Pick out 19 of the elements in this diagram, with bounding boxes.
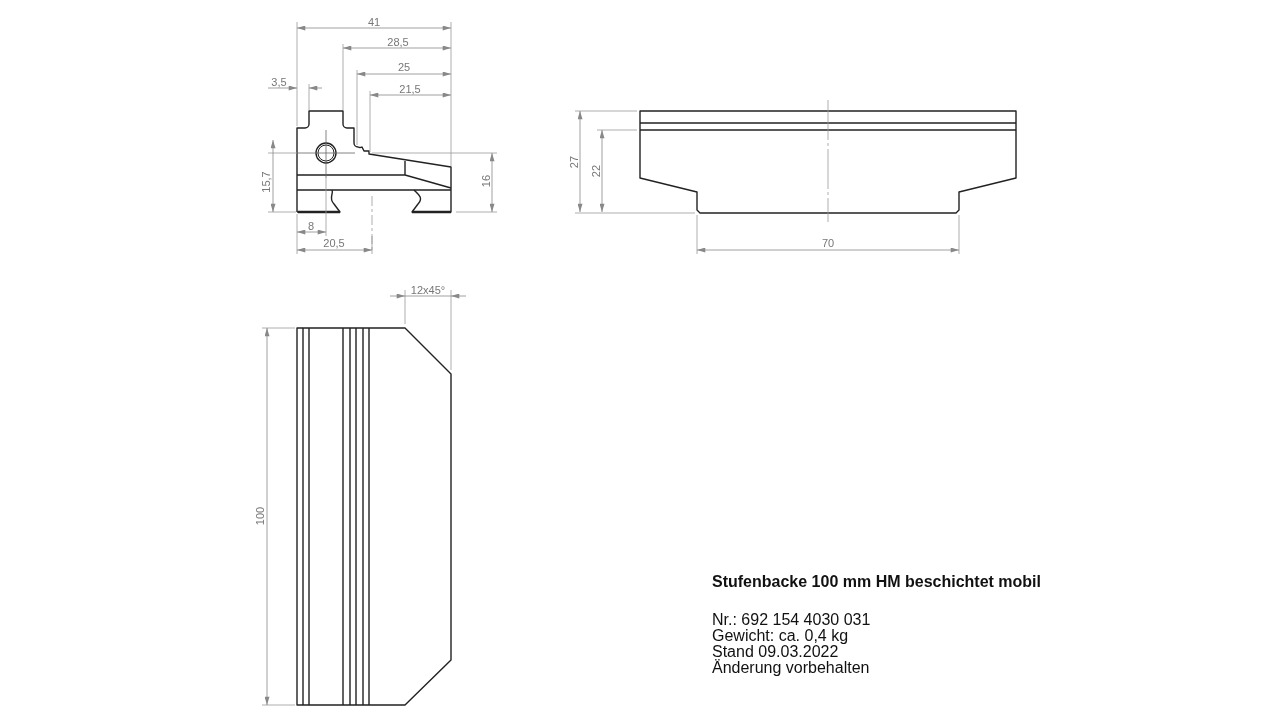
dimension-label: 8: [307, 220, 315, 232]
dimension-label: 3,5: [271, 76, 287, 88]
info-text: Nr.: 692 154 4030 031: [712, 612, 871, 628]
info-text: Stand 09.03.2022: [712, 644, 839, 660]
dimension-label: 27: [568, 155, 580, 169]
dimension-label: 15,7: [260, 171, 272, 193]
info-text: Änderung vorbehalten: [712, 660, 870, 676]
dimension-label: 16: [480, 174, 492, 188]
dimension-label: 70: [821, 237, 835, 249]
dimension-label: 41: [367, 16, 381, 28]
title: Stufenbacke 100 mm HM beschichtet mobil: [712, 573, 1041, 591]
dimension-label: 28,5: [387, 36, 409, 48]
dimension-label: 100: [254, 506, 266, 526]
dimension-label: 22: [590, 164, 602, 178]
dimension-label: 25: [397, 61, 411, 73]
info-text: Gewicht: ca. 0,4 kg: [712, 628, 849, 644]
dimension-label: 21,5: [399, 83, 421, 95]
dimension-label: 12x45°: [410, 284, 446, 296]
dimension-label: 20,5: [323, 237, 345, 249]
